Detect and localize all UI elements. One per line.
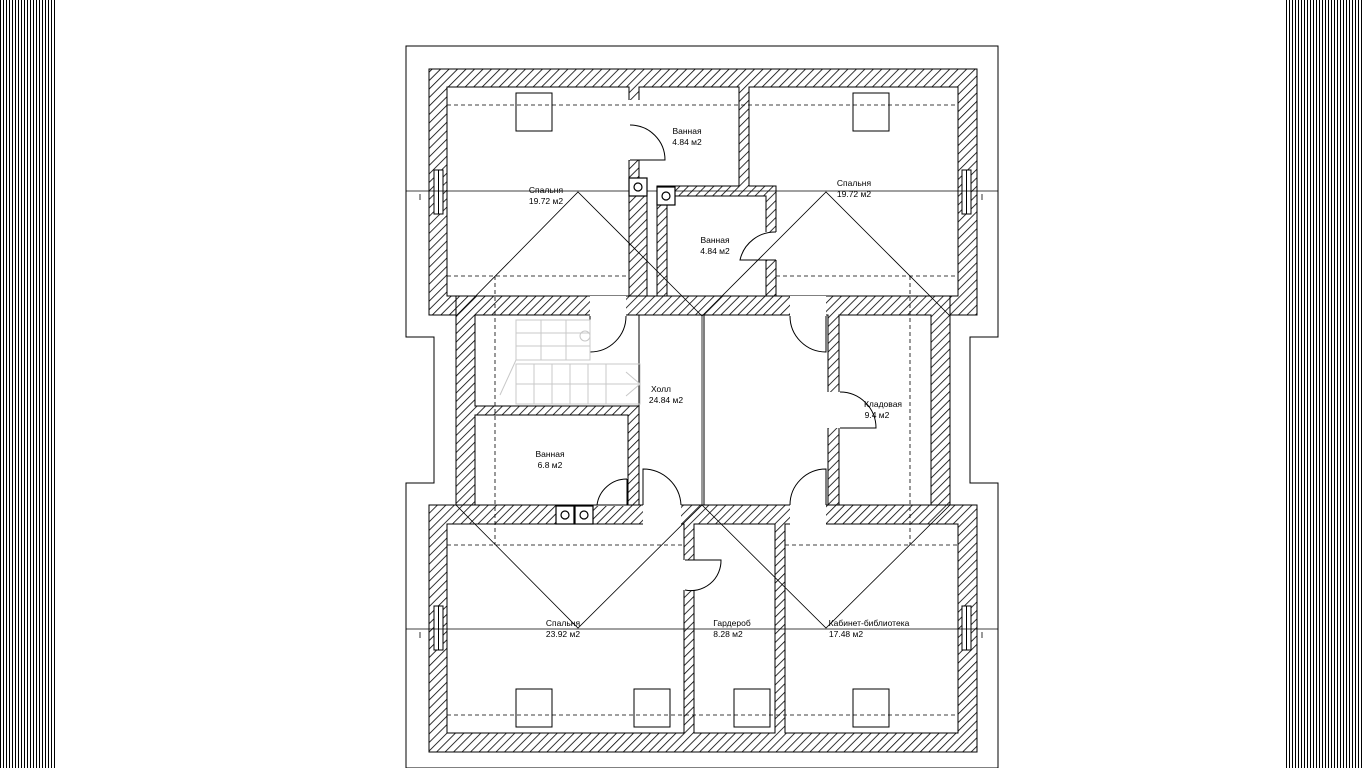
room-name-bed-ne: Спальня bbox=[837, 178, 872, 188]
room-name-study: Кабинет-библиотека bbox=[829, 618, 910, 628]
staircase bbox=[499, 319, 641, 405]
room-interiors bbox=[446, 86, 959, 734]
room-area-bath-w: 6.8 м2 bbox=[538, 460, 563, 470]
room-area-bath-top: 4.84 м2 bbox=[672, 137, 702, 147]
room-area-wardrobe: 8.28 м2 bbox=[713, 629, 743, 639]
roof-ridges bbox=[406, 190, 998, 638]
room-area-bath-mid: 4.84 м2 bbox=[700, 246, 730, 256]
room-name-pantry: Кладовая bbox=[864, 399, 902, 409]
room-name-bath-mid: Ванная bbox=[700, 235, 730, 245]
skylights bbox=[515, 92, 890, 728]
room-labels: Спальня 19.72 м2 Ванная 4.84 м2 Ванная 4… bbox=[529, 126, 910, 639]
room-area-bed-sw: 23.92 м2 bbox=[546, 629, 580, 639]
door-swings bbox=[589, 124, 877, 592]
roof-outline bbox=[405, 45, 999, 768]
room-name-wardrobe: Гардероб bbox=[713, 618, 751, 628]
room-area-hall: 24.84 м2 bbox=[649, 395, 683, 405]
room-name-bed-nw: Спальня bbox=[529, 185, 564, 195]
door-gaps bbox=[590, 100, 840, 590]
room-area-pantry: 9.4 м2 bbox=[865, 410, 890, 420]
vent-shafts bbox=[555, 177, 676, 525]
room-area-bed-ne: 19.72 м2 bbox=[837, 189, 871, 199]
room-name-bed-sw: Спальня bbox=[546, 618, 581, 628]
room-name-bath-w: Ванная bbox=[535, 449, 565, 459]
slope-lines bbox=[447, 104, 958, 716]
room-area-study: 17.48 м2 bbox=[829, 629, 863, 639]
room-area-bed-nw: 19.72 м2 bbox=[529, 196, 563, 206]
right-hatch-border bbox=[1286, 0, 1364, 768]
windows bbox=[433, 169, 972, 651]
room-name-hall: Холл bbox=[651, 384, 671, 394]
room-name-bath-top: Ванная bbox=[672, 126, 702, 136]
left-hatch-border bbox=[0, 0, 55, 768]
